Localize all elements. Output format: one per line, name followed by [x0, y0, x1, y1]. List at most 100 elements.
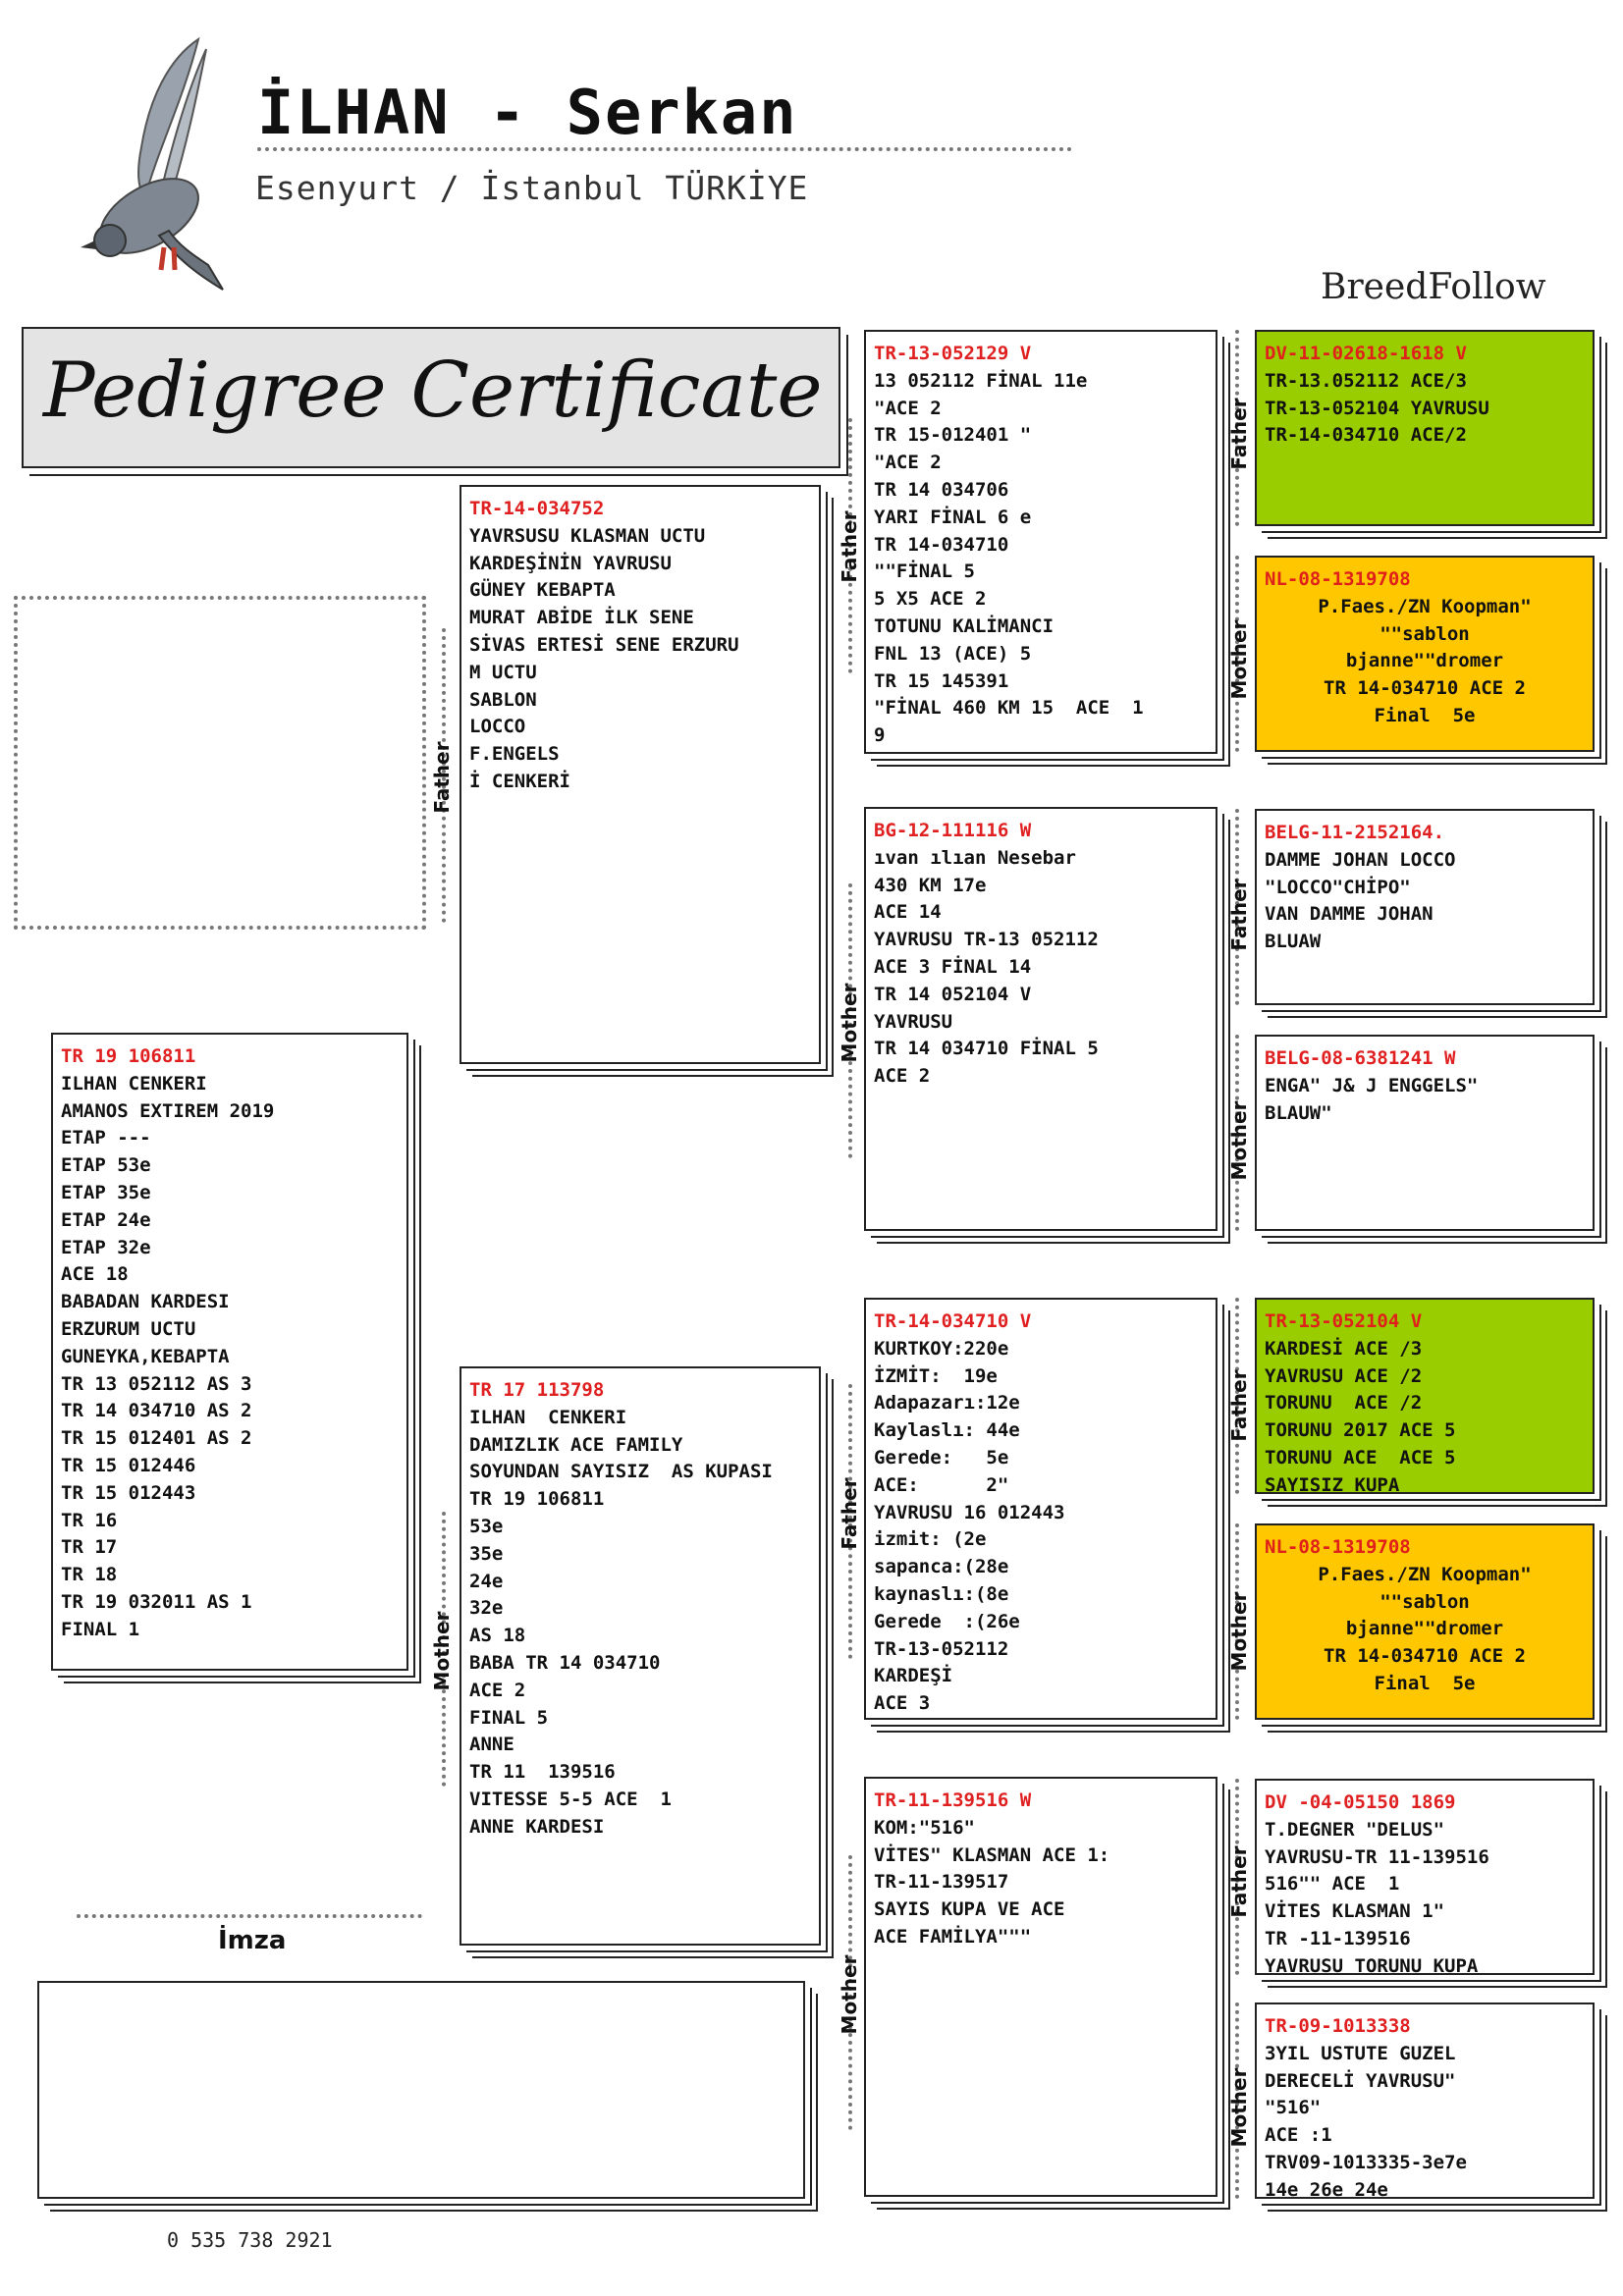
- card-line: YAVRUSU: [874, 1010, 953, 1033]
- card-line: YARI FİNAL 6 e: [874, 506, 1032, 528]
- card-line: YAVRSUSU KLASMAN UCTU: [469, 524, 706, 547]
- card-line: GÜNEY KEBAPTA: [469, 579, 616, 602]
- card-line: ACE 14: [874, 901, 942, 924]
- card-line: TORUNU ACE /2: [1265, 1392, 1423, 1415]
- card-line: TR -11-139516: [1265, 1927, 1411, 1949]
- card-line: kaynaslı:(8e: [874, 1582, 1009, 1605]
- card-line: Gerede :(26e: [874, 1610, 1020, 1632]
- label-father: Father: [1227, 398, 1251, 470]
- card-line: 516"" ACE 1: [1265, 1873, 1400, 1896]
- card-line: LOCCO: [469, 716, 526, 738]
- card-line: Final 5e: [1374, 704, 1476, 726]
- card-line: YAVRUSU-TR 11-139516: [1265, 1845, 1489, 1868]
- page-title: Pedigree Certificate: [43, 347, 823, 435]
- card-line: Adapazarı:12e: [874, 1392, 1020, 1415]
- pigeon-icon: [81, 36, 224, 291]
- card-fmf: BELG-11-2152164. DAMME JOHAN LOCCO"LOCCO…: [1255, 809, 1595, 1005]
- card-line: P.Faes./ZN Koopman": [1318, 595, 1532, 617]
- card-line: ""sablon: [1380, 1590, 1470, 1613]
- card-line: TR 14-034710: [874, 533, 1009, 556]
- card-line: T.DEGNER "DELUS": [1265, 1818, 1445, 1841]
- card-line: TR 14 034706: [874, 478, 1009, 501]
- connector-fmf: [1235, 809, 1239, 1005]
- card-line: Kaylaslı: 44e: [874, 1419, 1020, 1442]
- card-line: VITESSE 5-5 ACE 1: [469, 1788, 672, 1810]
- connector-mmf: [1235, 1779, 1239, 1975]
- card-line: İZMİT: 19e: [874, 1364, 998, 1387]
- card-line: ACE 3 FİNAL 14: [874, 955, 1032, 978]
- signature-box[interactable]: [37, 1981, 805, 2199]
- ring-number: TR-13-052129 V: [874, 343, 1032, 364]
- card-line: ETAP 24e: [61, 1208, 151, 1231]
- connector-fm: [848, 883, 852, 1158]
- card-line: TR-11-139517: [874, 1871, 1009, 1894]
- card-line: TOTUNU KALİMANCI: [874, 614, 1055, 637]
- card-line: TR 14 034710 FİNAL 5: [874, 1038, 1099, 1060]
- card-line: ""sablon: [1380, 622, 1470, 645]
- card-line: MURAT ABİDE İLK SENE: [469, 607, 694, 629]
- card-line: TR 11 139516: [469, 1761, 616, 1784]
- card-line: TRV09-1013335-3e7e: [1265, 2151, 1467, 2173]
- card-line: KARDEŞİ: [874, 1665, 953, 1687]
- card-line: "516": [1265, 2097, 1322, 2119]
- card-line: SİVAS ERTESİ SENE ERZURU: [469, 633, 739, 656]
- card-line: TR 17: [61, 1536, 118, 1559]
- card-ffm: NL-08-1319708 P.Faes./ZN Koopman"""sablo…: [1255, 556, 1595, 752]
- signature-line: [77, 1914, 422, 1918]
- card-line: "FİNAL 460 KM 15 ACE 1: [874, 697, 1144, 720]
- card-line: TR 14-034710 ACE 2: [1324, 1645, 1526, 1668]
- card-fmm: BELG-08-6381241 W ENGA" J& J ENGGELS"BLA…: [1255, 1035, 1595, 1231]
- title-banner: Pedigree Certificate: [22, 327, 840, 468]
- card-line: izmit: (2e: [874, 1528, 987, 1551]
- connector-mmm: [1235, 2002, 1239, 2199]
- card-line: TR-13-052112: [874, 1637, 1009, 1660]
- card-line: TR-14-034710 ACE/2: [1265, 424, 1467, 447]
- connector-fmm: [1235, 1035, 1239, 1231]
- card-line: "ACE 2: [874, 452, 942, 474]
- card-line: DAMME JOHAN LOCCO: [1265, 848, 1456, 871]
- ring-number: DV -04-05150 1869: [1265, 1791, 1456, 1813]
- card-line: ILHAN CENKERI: [61, 1072, 207, 1095]
- label-father: Father: [1227, 1369, 1251, 1442]
- card-line: ERZURUM UCTU: [61, 1317, 196, 1340]
- label-father: Father: [838, 510, 861, 583]
- card-line: TR 13 052112 AS 3: [61, 1372, 252, 1395]
- card-line: VİTES KLASMAN 1": [1265, 1900, 1445, 1923]
- card-line: ıvan ılıan Nesebar: [874, 846, 1076, 869]
- card-line: TR 19 032011 AS 1: [61, 1590, 252, 1613]
- label-mother: Mother: [838, 1954, 861, 2035]
- card-line: TORUNU 2017 ACE 5: [1265, 1419, 1456, 1442]
- card-line: TR 16: [61, 1509, 118, 1531]
- label-father: Father: [1227, 879, 1251, 951]
- card-line: SABLON: [469, 688, 537, 711]
- card-line: TR 15 012401 AS 2: [61, 1427, 252, 1450]
- card-line: 3YIL USTUTE GUZEL: [1265, 2042, 1456, 2064]
- connector-mf: [848, 1384, 852, 1659]
- owner-name: İLHAN - Serkan: [257, 77, 798, 148]
- connector-father: [442, 628, 446, 923]
- label-mother: Mother: [1227, 1100, 1251, 1181]
- card-line: FINAL 1: [61, 1618, 140, 1640]
- brand-label: BreedFollow: [1321, 267, 1546, 307]
- card-line: İ CENKERİ: [469, 770, 570, 792]
- card-line: ANNE KARDESI: [469, 1815, 605, 1838]
- card-line: F.ENGELS: [469, 743, 560, 766]
- card-line: ""FİNAL 5: [874, 561, 975, 583]
- card-line: TR 14 034710 AS 2: [61, 1400, 252, 1422]
- card-line: ETAP 32e: [61, 1236, 151, 1258]
- card-line: KURTKOY:220e: [874, 1337, 1009, 1360]
- card-line: TR 14-034710 ACE 2: [1324, 677, 1526, 700]
- card-line: 53e: [469, 1515, 504, 1537]
- card-line: BABA TR 14 034710: [469, 1651, 661, 1674]
- card-line: ACE 2: [874, 1065, 931, 1088]
- card-line: TR-13.052112 ACE/3: [1265, 369, 1467, 392]
